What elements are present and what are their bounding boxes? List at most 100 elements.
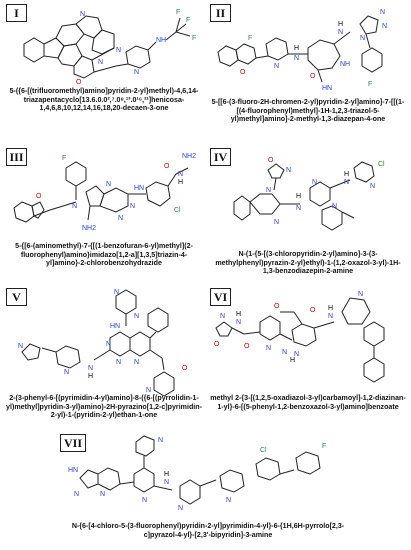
atom-o: O <box>310 307 316 314</box>
atom-n: N <box>266 187 271 194</box>
panel-label-II: II <box>210 4 231 22</box>
atom-n: N <box>158 437 163 444</box>
atom-f: F <box>62 155 66 162</box>
atom-f: F <box>186 17 190 24</box>
compound-name-VI: methyl 2-{3-[(1,2,5-oxadiazol-3-yl)carba… <box>210 394 406 411</box>
atom-h: H <box>344 171 349 178</box>
atom-nh2: NH2 <box>82 225 96 232</box>
atom-o: O <box>244 343 250 350</box>
compound-name-V: 2-(3-phenyl-6-[(pyrimidin-4-yl)amino]-8-… <box>6 394 202 420</box>
atom-cl: Cl <box>174 207 181 214</box>
atom-h: H <box>236 311 241 318</box>
structure-II: F O N H N N H NH O HN N N N F <box>217 9 387 92</box>
atom-n: N <box>358 291 363 298</box>
panel-label-VII: VII <box>60 434 86 452</box>
atom-n: N <box>370 183 375 190</box>
atom-nh: NH <box>340 61 350 68</box>
atom-f: F <box>248 35 252 42</box>
atom-n: N <box>328 313 333 320</box>
atom-n: N <box>178 505 183 512</box>
panel-label-VI: VI <box>210 288 231 306</box>
atom-n: N <box>360 35 365 42</box>
structure-I: N N N O N NH F F F <box>23 9 196 86</box>
atom-h: H <box>338 21 343 28</box>
structure-IV: O N N N H N N N N H N Cl <box>233 157 385 231</box>
atom-n: N <box>142 497 147 504</box>
atom-n: N <box>100 491 105 498</box>
compound-name-VII: N-{6-[4-chloro-5-(3-fluorophenyl)pyridin… <box>71 522 345 539</box>
atom-n: N <box>274 63 279 70</box>
atom-n: N <box>382 23 387 30</box>
atom-n: N <box>294 55 299 62</box>
atom-h: H <box>296 193 301 200</box>
panel-IV: IV O N N N H N N N N H N Cl N-(1-{5-[(3-… <box>210 148 406 276</box>
atom-n: N <box>72 203 77 210</box>
atom-n: N <box>282 349 287 356</box>
atom-h: H <box>88 373 93 380</box>
panel-label-I: I <box>6 4 27 22</box>
atom-n: N <box>130 203 135 210</box>
atom-n: N <box>80 11 85 18</box>
structure-V: N N HN N N N N H N N O N <box>18 289 188 396</box>
atom-cl: Cl <box>260 447 267 454</box>
atom-n: N <box>134 313 139 320</box>
atom-o: O <box>268 157 274 164</box>
atom-n: N <box>380 9 385 16</box>
atom-o: O <box>36 193 42 200</box>
atom-h: H <box>290 357 295 364</box>
atom-n: N <box>134 359 139 366</box>
atom-h: H <box>164 471 169 478</box>
atom-n: N <box>18 343 23 350</box>
atom-n: N <box>116 359 121 366</box>
atom-n: N <box>116 47 121 54</box>
panel-V: V N N HN N N N N H N N O N 2-(3-phenyl-6… <box>6 288 202 428</box>
atom-o: O <box>214 341 220 348</box>
atom-f: F <box>322 443 326 450</box>
atom-hn: HN <box>322 85 332 92</box>
panel-II: II F O N H N N H NH O HN N N N F 5-[[6-(… <box>210 4 406 134</box>
atom-n: N <box>118 215 123 222</box>
atom-n: N <box>312 179 317 186</box>
atom-o: O <box>310 73 316 80</box>
atom-n: N <box>294 351 299 358</box>
atom-h: H <box>178 179 183 186</box>
atom-n: N <box>266 345 271 352</box>
atom-n: N <box>106 341 111 348</box>
structure-VI: N O O O N H N O N H N N N H <box>214 291 385 383</box>
atom-n: N <box>164 479 169 486</box>
structure-III: F N N N N HN O H N NH2 NH2 O Cl <box>13 153 196 232</box>
compound-name-II: 5-[[6-(3-fluoro-2H-chromen-2-yl)pyridin-… <box>211 98 405 124</box>
atom-o: O <box>182 365 188 372</box>
atom-n: N <box>134 69 139 76</box>
atom-n: N <box>274 219 279 226</box>
atom-n: N <box>98 59 103 66</box>
compound-name-IV: N-(1-{5-[(3-chloropyridin-2-yl)amino]-3-… <box>215 250 401 276</box>
atom-n: N <box>286 167 291 174</box>
atom-h: H <box>328 305 333 312</box>
atom-n: N <box>74 491 79 498</box>
atom-n: N <box>344 179 349 186</box>
panel-III: III F N N N N HN O H N NH2 NH2 O Cl 5-{[… <box>6 148 202 276</box>
atom-f: F <box>192 35 196 42</box>
atom-hn: HN <box>68 467 78 474</box>
compound-name-I: 5-({6-[(trifluoromethyl)amino]pyridin-2-… <box>9 87 199 113</box>
atom-n: N <box>338 29 343 36</box>
structure-VII: HN N N N N N N H N Cl F <box>68 435 326 512</box>
atom-n: N <box>146 387 151 394</box>
atom-o: O <box>76 79 82 86</box>
atom-hn: HN <box>134 185 144 192</box>
atom-n: N <box>332 203 337 210</box>
atom-n: N <box>178 171 183 178</box>
panel-VII: VII HN N N N N N N H N Cl F N-{6-[4-chlo… <box>60 434 356 546</box>
panel-label-IV: IV <box>210 148 231 166</box>
atom-f: F <box>176 9 180 16</box>
atom-o: O <box>164 163 170 170</box>
atom-n: N <box>64 369 69 376</box>
atom-n: N <box>88 365 93 372</box>
panel-VI: VI N O O O N H N O N H N N N H methyl 2-… <box>210 288 406 428</box>
panel-label-V: V <box>6 288 27 306</box>
atom-n: N <box>226 497 231 504</box>
atom-n: N <box>236 319 241 326</box>
compound-name-III: 5-{[6-(aminomethyl)-7-{[(1-benzofuran-6-… <box>15 242 193 268</box>
atom-n: N <box>114 289 119 296</box>
